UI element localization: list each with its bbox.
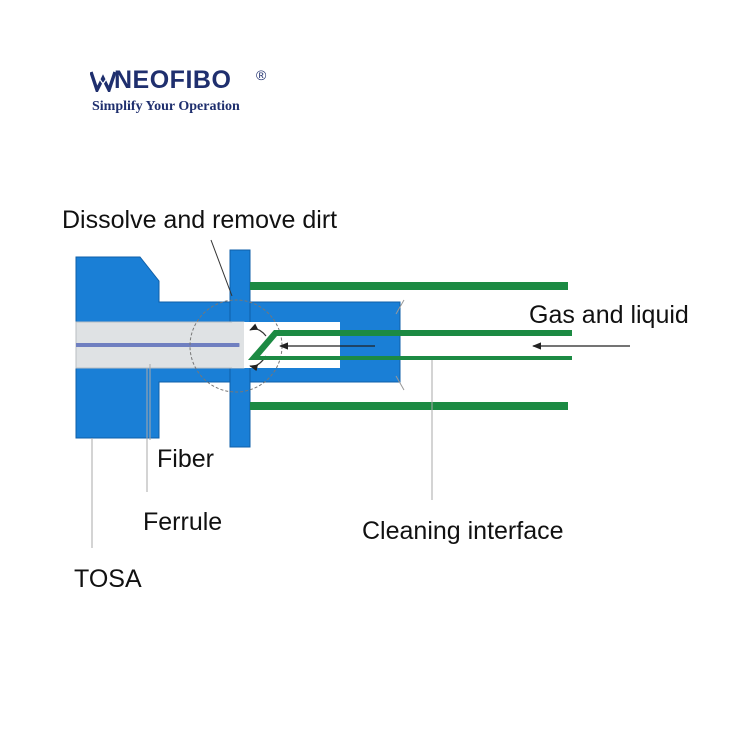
cleaner-outer-top	[250, 282, 568, 290]
opening-tick	[395, 299, 405, 315]
opening-tick	[395, 375, 405, 391]
label-dissolve: Dissolve and remove dirt	[62, 206, 337, 234]
cleaner-outer-bottom	[250, 402, 568, 410]
label-fiber: Fiber	[157, 445, 214, 473]
fiber-w-logo-icon	[90, 71, 116, 92]
cleaning-chamber	[244, 322, 340, 368]
ferrule-tip	[232, 322, 244, 368]
label-gas-liquid: Gas and liquid	[529, 301, 689, 329]
fiber-core	[76, 343, 246, 347]
registered-mark: ®	[256, 67, 267, 83]
leader-dissolve	[210, 239, 233, 297]
brand-name: NEOFIBO	[114, 66, 232, 94]
label-tosa: TOSA	[74, 565, 142, 593]
brand-tagline: Simplify Your Operation	[92, 99, 240, 114]
label-cleaning-interface: Cleaning interface	[362, 517, 564, 545]
cleaner-tip	[248, 330, 572, 360]
label-ferrule: Ferrule	[143, 508, 222, 536]
swirl-arrow	[249, 323, 267, 337]
